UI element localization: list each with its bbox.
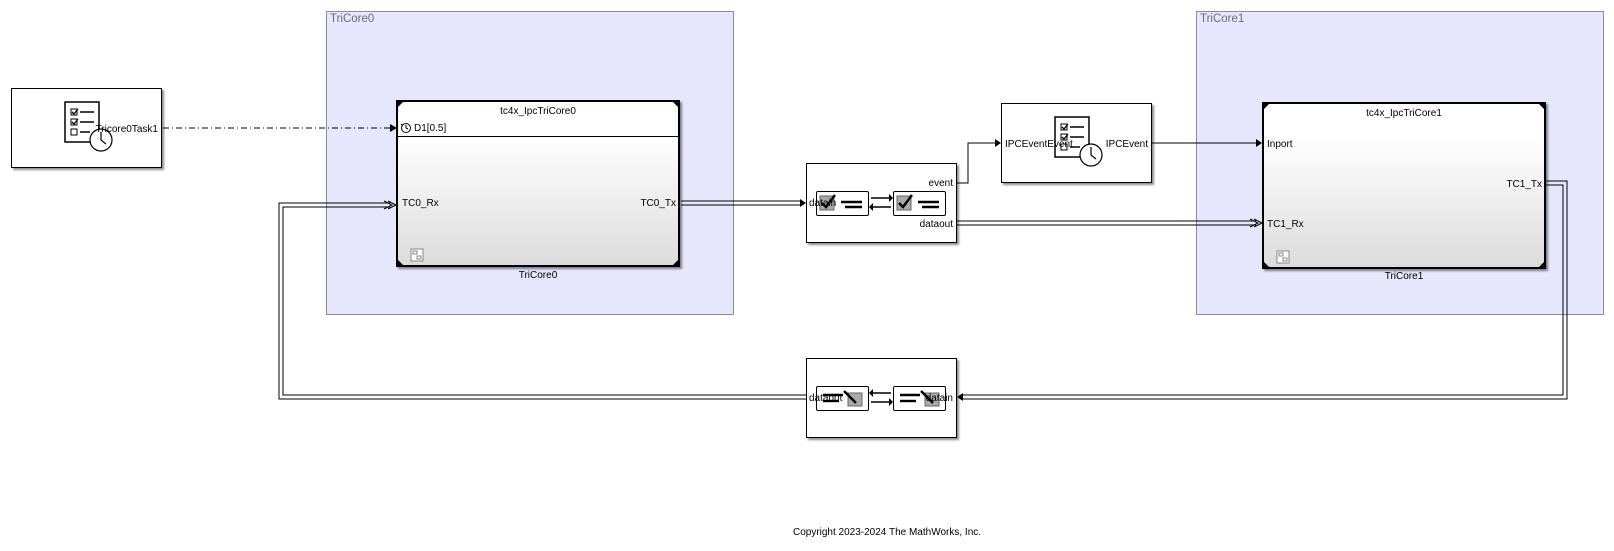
ipc-send-out-data: dataout: [919, 219, 953, 230]
ipc-send-out-event: event: [928, 178, 953, 189]
core0-divider: [398, 136, 678, 137]
core1-model-title: tc4x_IpcTriCore1: [1366, 108, 1442, 119]
trigger-icon: [400, 123, 411, 133]
core1-in-port: TC1_Rx: [1267, 219, 1304, 230]
event-task-in-port: IPCEventEvent: [1005, 139, 1073, 150]
event-task-block[interactable]: IPCEventEvent IPCEvent: [1001, 103, 1152, 183]
ipc-receive-block[interactable]: dataout datain: [806, 358, 957, 438]
model-reference-icon: [1276, 250, 1290, 264]
model-reference-icon: [410, 248, 424, 262]
core0-out-port: TC0_Tx: [640, 198, 676, 209]
task-clock-icon: [64, 101, 113, 152]
ipc-receive-source-icon: [893, 386, 946, 411]
ipc-receive-dest-icon: [816, 386, 869, 411]
core1-out-port: TC1_Tx: [1506, 179, 1542, 190]
area-title-tricore0: TriCore0: [330, 13, 375, 25]
transfer-arrows-icon: [869, 389, 893, 406]
copyright-text: Copyright 2023-2024 The MathWorks, Inc.: [792, 527, 982, 538]
core0-model-title: tc4x_IpcTriCore0: [500, 106, 576, 117]
area-title-tricore1: TriCore1: [1200, 13, 1245, 25]
ipc-send-dest-icon: [893, 191, 946, 216]
task-clock-icon: [1054, 116, 1103, 167]
ipc-send-block[interactable]: datain event dataout: [806, 163, 957, 243]
signal-event-to-task: [957, 142, 995, 184]
core1-block-name: TriCore1: [1384, 271, 1424, 282]
core1-in-port-event: Inport: [1267, 139, 1293, 150]
task-block[interactable]: Tricore0Task1: [11, 88, 162, 168]
event-task-out-port: IPCEvent: [1105, 139, 1148, 150]
ipc-receive-in-port: datain: [925, 393, 953, 404]
core0-model-block[interactable]: tc4x_IpcTriCore0 D1[0.5] TC0_Rx TC0_Tx: [396, 100, 680, 267]
core1-model-block[interactable]: tc4x_IpcTriCore1 Inport TC1_Rx TC1_Tx: [1262, 102, 1546, 269]
ipc-send-in-port: datain: [809, 198, 837, 209]
ipc-receive-out-port: dataout: [809, 393, 843, 404]
transfer-arrows-icon: [869, 194, 893, 211]
task-block-port-out: Tricore0Task1: [95, 124, 158, 135]
core0-in-port: TC0_Rx: [402, 198, 439, 209]
core0-trigger-port: D1[0.5]: [414, 123, 447, 134]
corner-marks: [1262, 102, 1546, 269]
core0-block-name: TriCore0: [518, 270, 558, 281]
ipc-send-source-icon: [816, 191, 869, 216]
